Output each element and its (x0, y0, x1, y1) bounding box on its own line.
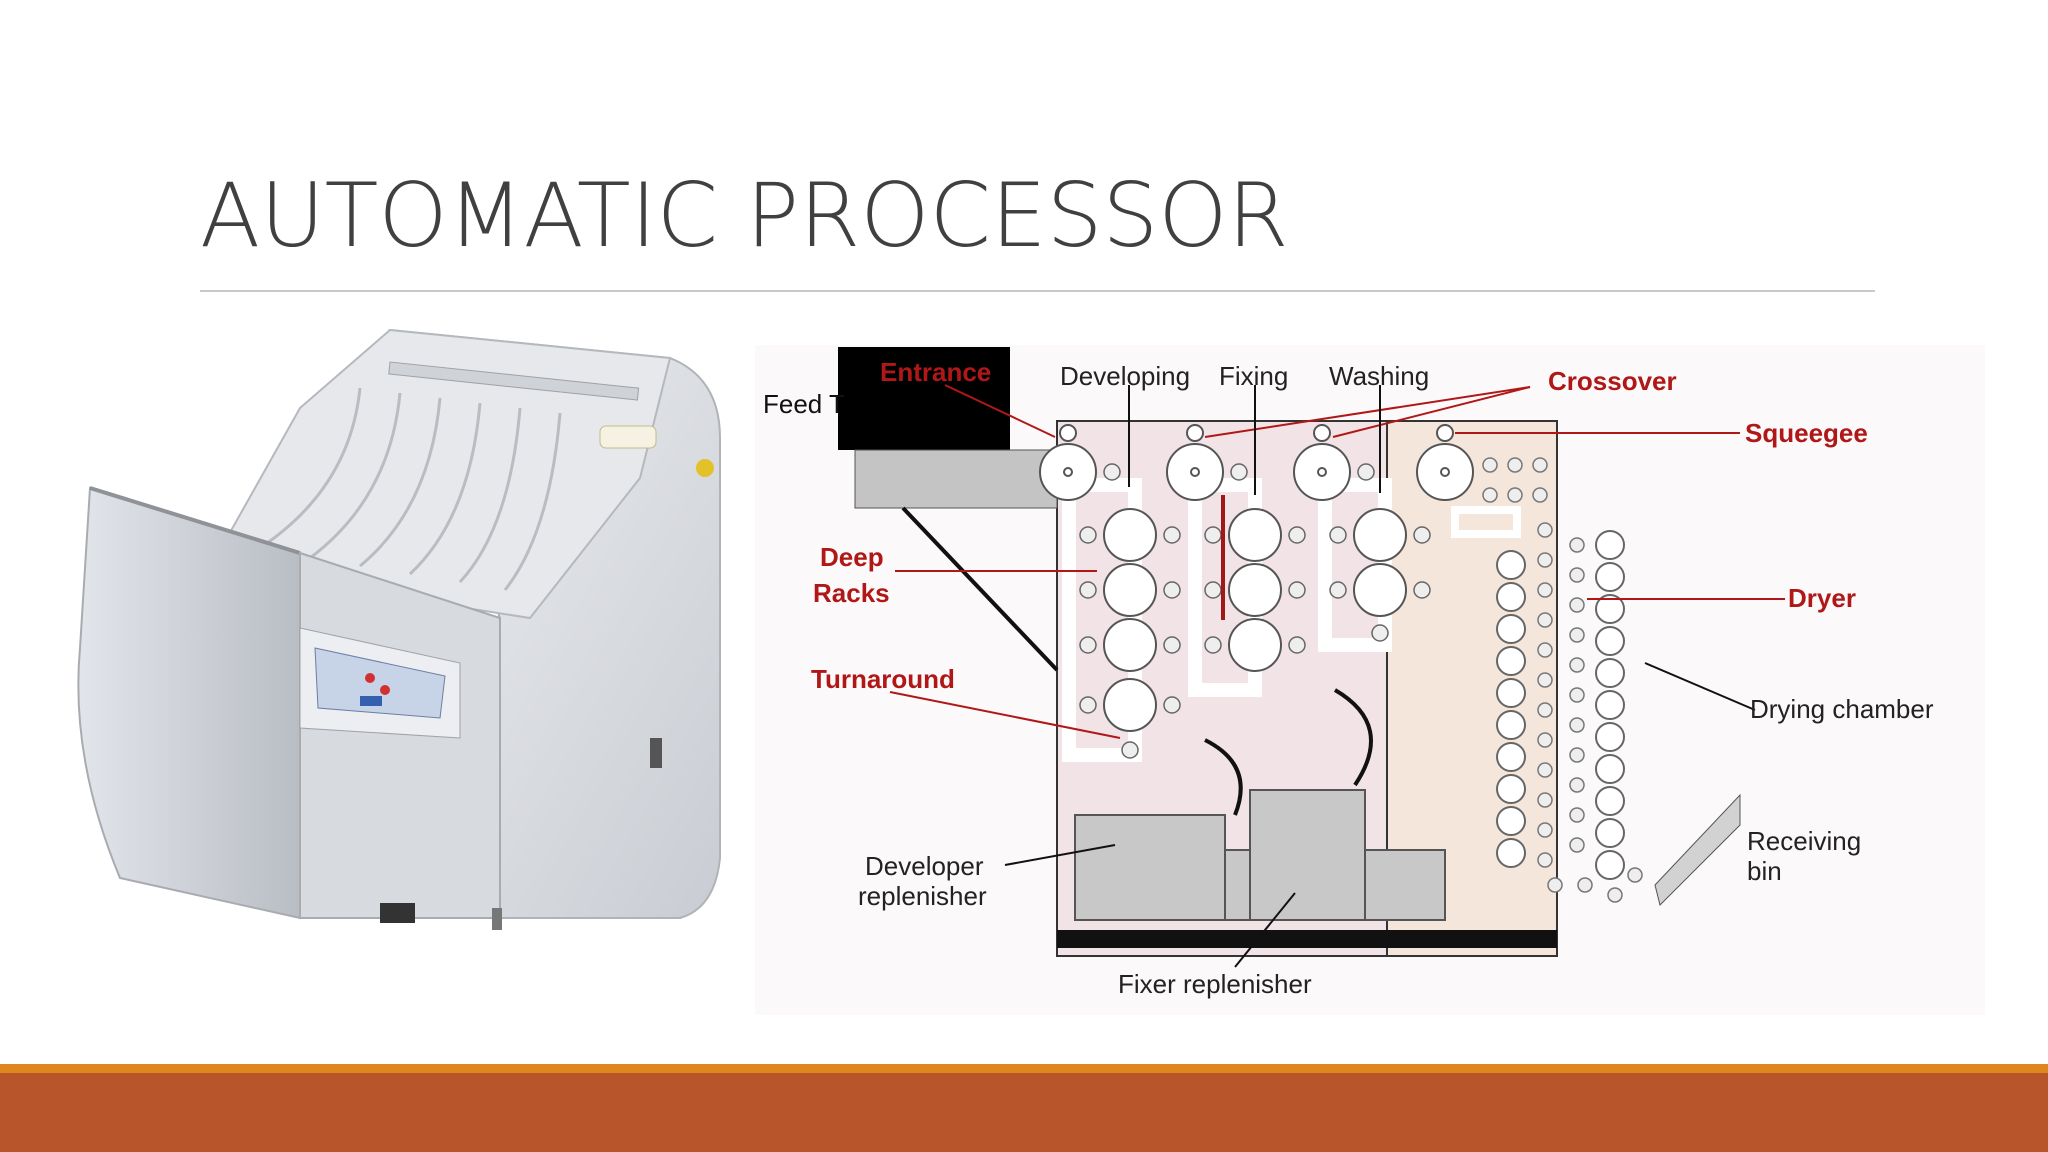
feed-tray-label: Feed T (763, 389, 845, 419)
fixing-label: Fixing (1219, 361, 1288, 391)
fixer-replenisher-label: Fixer replenisher (1118, 969, 1312, 999)
deep-label: Deep (820, 542, 884, 572)
entrance-block (838, 347, 1010, 450)
developer-label: Developer (865, 851, 984, 881)
washing-label: Washing (1329, 361, 1429, 391)
dryer-label: Dryer (1788, 583, 1856, 613)
drying-chamber-label: Drying chamber (1750, 694, 1934, 724)
footer-band (0, 1073, 2048, 1152)
turnaround-label: Turnaround (811, 664, 955, 694)
processor-diagram: Feed T Entrance Developing Fixing Washin… (755, 345, 1985, 1015)
squeegee-label: Squeegee (1745, 418, 1868, 448)
crossover-label: Crossover (1548, 366, 1677, 396)
developing-label: Developing (1060, 361, 1190, 391)
title-divider (200, 290, 1875, 292)
processor-machine-image (77, 328, 721, 930)
entrance-label: Entrance (880, 357, 991, 387)
receiving-label: Receiving (1747, 826, 1861, 856)
racks-label: Racks (813, 578, 890, 608)
footer-accent-line (0, 1064, 2048, 1073)
slide-title: AUTOMATIC PROCESSOR (200, 164, 1289, 267)
bin-label: bin (1747, 856, 1782, 886)
developer-replenisher-label: replenisher (858, 881, 987, 911)
